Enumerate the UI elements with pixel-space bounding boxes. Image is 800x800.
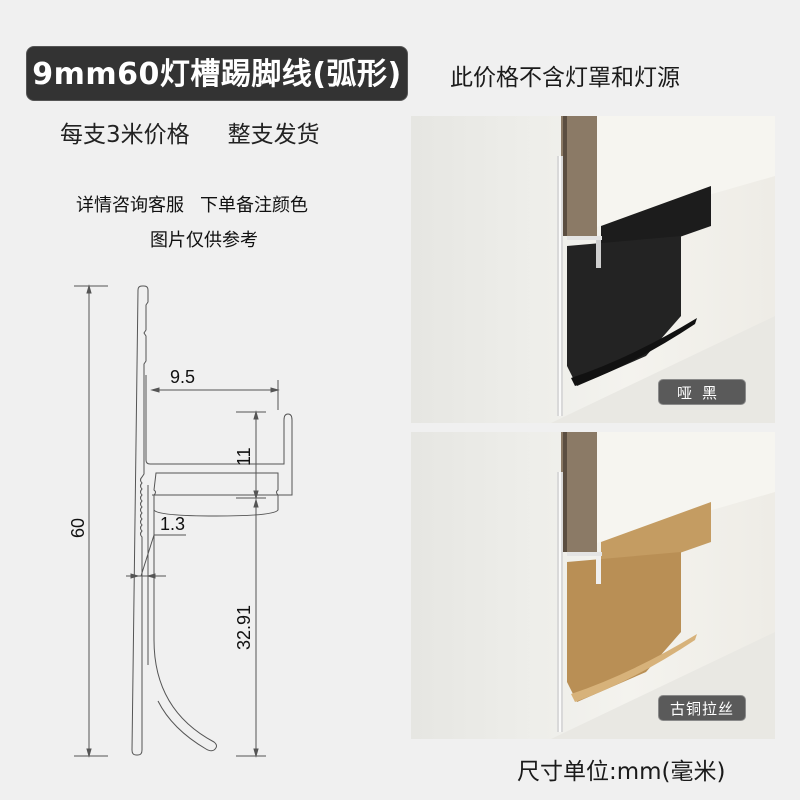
dim-channel-height: 11 (234, 447, 254, 466)
product-photo-antique-bronze: 古铜拉丝 (411, 432, 775, 739)
color-note: 下单备注颜色 (200, 195, 308, 216)
pricing-line: 每支3米价格 整支发货 (60, 115, 320, 149)
service-line: 详情咨询客服下单备注颜色 (76, 191, 308, 217)
consult-note: 详情咨询客服 (76, 195, 184, 216)
product-photo-matte-black: 哑黑 (411, 116, 775, 423)
price-exclusion-note: 此价格不含灯罩和灯源 (450, 65, 680, 91)
product-title: 9mm60灯槽踢脚线(弧形) (26, 46, 408, 101)
shipping-note: 整支发货 (227, 122, 320, 148)
cross-section-drawing: 9.5 1.3 11 32.91 60 (60, 270, 320, 770)
disclaimer: 图片仅供参考 (150, 230, 258, 251)
dim-lower-height: 32.91 (234, 605, 254, 650)
dim-total-height: 60 (68, 518, 88, 538)
unit-note: 尺寸单位:mm(毫米) (517, 759, 726, 785)
finish-tag-matte-black: 哑黑 (658, 379, 746, 405)
price-per-unit: 每支3米价格 (60, 122, 190, 148)
dim-wall-thickness: 1.3 (160, 514, 185, 534)
finish-tag-antique-bronze: 古铜拉丝 (658, 695, 746, 721)
dim-channel-width: 9.5 (170, 367, 195, 387)
